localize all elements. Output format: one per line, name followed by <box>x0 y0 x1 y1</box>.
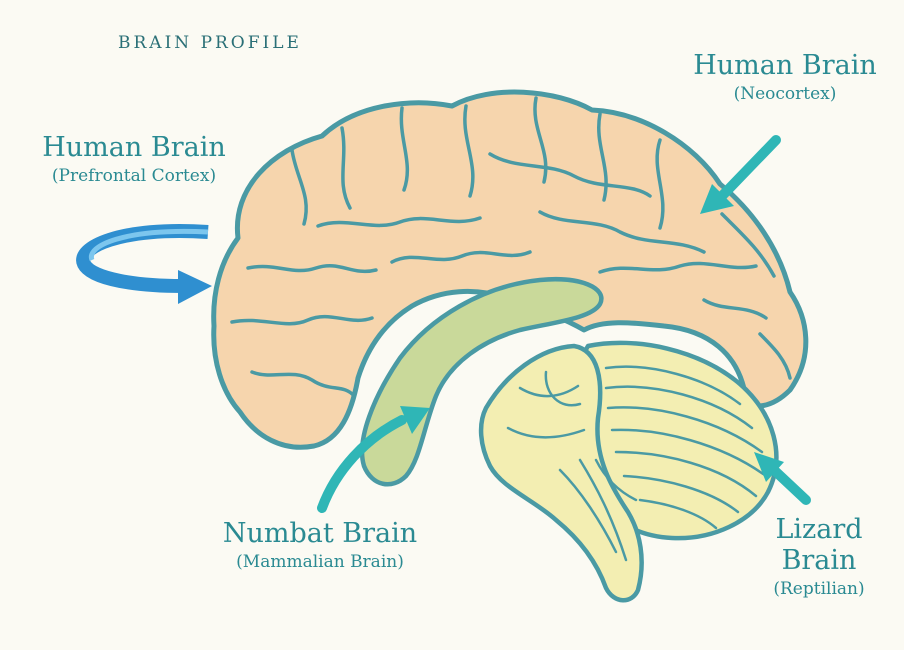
label-neocortex-title: Human Brain <box>672 50 898 81</box>
label-prefrontal-title: Human Brain <box>16 132 252 163</box>
label-mammalian-title: Numbat Brain <box>190 518 450 549</box>
label-mammalian: Numbat Brain (Mammalian Brain) <box>190 518 450 573</box>
label-reptilian-title-line2: Brain <box>744 545 894 576</box>
label-reptilian: Lizard Brain (Reptilian) <box>744 514 894 600</box>
label-neocortex: Human Brain (Neocortex) <box>672 50 898 105</box>
diagram-heading: BRAIN PROFILE <box>118 34 302 54</box>
label-neocortex-subtitle: (Neocortex) <box>672 85 898 105</box>
brainstem-cerebellum <box>481 343 776 600</box>
label-prefrontal-subtitle: (Prefrontal Cortex) <box>16 167 252 187</box>
label-prefrontal: Human Brain (Prefrontal Cortex) <box>16 132 252 187</box>
label-reptilian-title-line1: Lizard <box>744 514 894 545</box>
label-reptilian-subtitle: (Reptilian) <box>744 580 894 600</box>
curved-arrow-icon <box>83 231 212 304</box>
label-mammalian-subtitle: (Mammalian Brain) <box>190 553 450 573</box>
